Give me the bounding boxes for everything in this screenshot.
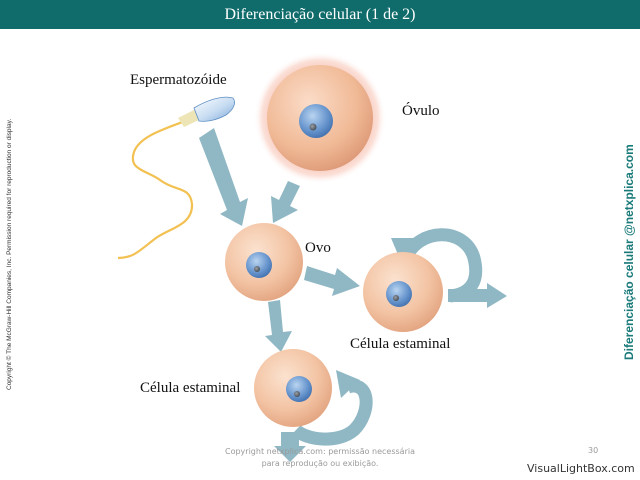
side-brand-text: Diferenciação celular @netxplica.com — [622, 144, 636, 360]
egg-nucleolus — [254, 266, 260, 272]
loop-left-icon — [291, 379, 373, 446]
loop-right-arrowhead — [391, 238, 418, 264]
sperm-cell — [117, 96, 235, 260]
ovum-cell — [254, 52, 386, 184]
label-stem-cell-left: Célula estaminal — [140, 380, 241, 396]
arrow-ovum-to-egg — [271, 181, 300, 223]
slide-title: Diferenciação celular (1 de 2) — [224, 5, 416, 23]
sperm-tail — [117, 116, 194, 260]
page-number: 30 — [588, 446, 599, 455]
loop-left-arrowhead — [336, 370, 360, 398]
title-bar: Diferenciação celular (1 de 2) — [0, 0, 640, 29]
loop-right-icon — [399, 228, 483, 303]
egg-cell — [225, 223, 303, 301]
self-renewal-loops — [291, 228, 483, 446]
ovum-nucleolus — [309, 123, 317, 131]
arrow-egg-to-stem-right — [304, 266, 360, 296]
arrow-egg-to-stem-down — [265, 300, 292, 352]
stem-cell-right — [363, 252, 443, 332]
footer-copyright-note: Copyright netxplica.com: permissão neces… — [225, 447, 415, 468]
label-ovum: Óvulo — [402, 103, 440, 119]
stem-cell-right-nucleus — [386, 281, 412, 307]
stem-cell-left-nucleus — [286, 376, 312, 402]
stem-cell-left-nucleolus — [294, 391, 300, 397]
stem-cell-left — [254, 349, 332, 427]
egg-nucleus — [246, 252, 272, 278]
label-egg: Ovo — [305, 240, 331, 256]
ovum-nucleus — [299, 104, 333, 138]
stem-cell-right-nucleolus — [393, 295, 399, 301]
watermark-text: VisualLightBox.com — [527, 462, 635, 475]
sperm-midpiece — [178, 109, 201, 127]
label-sperm: Espermatozóide — [130, 72, 227, 88]
copyright-vertical-text: Copyright © The McGraw-Hill Companies, I… — [6, 118, 13, 390]
label-stem-cell-right: Célula estaminal — [350, 336, 451, 352]
sperm-head — [193, 96, 235, 122]
arrow-sperm-to-egg — [199, 128, 248, 226]
